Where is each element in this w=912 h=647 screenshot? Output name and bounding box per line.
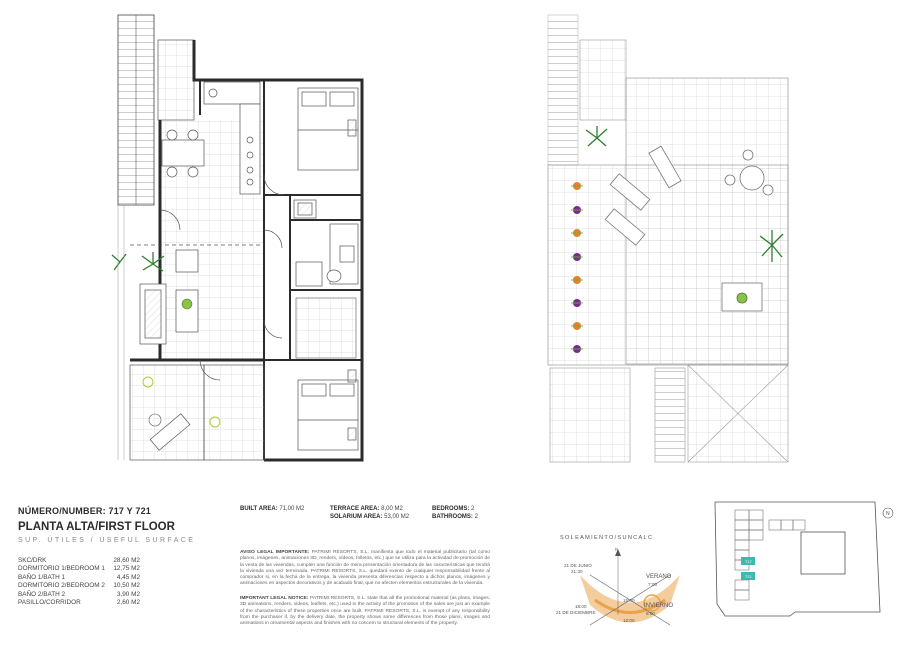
legal-notice-en: IMPORTANT LEGAL NOTICE: PATRIMI RESORTS,…	[240, 596, 490, 627]
sofa	[139, 249, 199, 345]
winter-time: 18:00	[575, 604, 587, 609]
summer-label: VERANO	[646, 574, 672, 580]
bed-1	[297, 87, 359, 171]
site-unit-b: 721	[745, 574, 752, 579]
winter-date: 21 DE DICIEMBRE	[556, 610, 596, 615]
mid-label: 15:00	[623, 598, 635, 603]
useful-surface-title: SUP. ÚTILES / USEFUL SURFACE	[18, 537, 196, 544]
sun-lounger	[149, 413, 191, 451]
palm-plant-icon	[111, 253, 127, 271]
summer-time: 21:30	[571, 569, 583, 574]
bed-2	[297, 369, 359, 451]
first-floor-plan	[111, 14, 789, 463]
bedrooms: BEDROOMS: 2	[432, 506, 475, 512]
round-table	[724, 149, 774, 196]
bathrooms: BATHROOMS: 2	[432, 514, 478, 520]
floor-title: PLANTA ALTA/FIRST FLOOR	[18, 521, 175, 533]
corridor	[295, 297, 357, 359]
palm-plant-icon	[759, 230, 784, 262]
north-label: N	[615, 547, 619, 552]
unit-number: NÚMERO/NUMBER: 717 Y 721	[18, 506, 151, 516]
number-value: 717 Y 721	[108, 506, 152, 516]
built-area: BUILT AREA: 71,00 M2	[240, 506, 305, 512]
summer-date: 21 DE JUNIO	[564, 563, 592, 568]
plant-icon	[181, 298, 193, 310]
solarium-outline	[547, 14, 579, 166]
plant-icon	[142, 376, 221, 428]
square-table	[721, 282, 763, 312]
flower-planters	[571, 182, 583, 353]
winter-label: INVIERNO	[644, 603, 674, 609]
dining-table	[161, 129, 205, 178]
noon-label: 12:00	[623, 618, 635, 623]
palm-plant-icon	[141, 252, 165, 272]
site-north-label: N	[886, 511, 890, 517]
terrace-area: TERRACE AREA: 8,00 M2	[330, 506, 403, 512]
bathroom-2	[295, 261, 342, 287]
site-unit-a: 717	[745, 559, 752, 564]
facade-lines	[117, 205, 125, 460]
sun-diagram-title: SOLEAMIENTO/SUNCALC	[560, 535, 654, 541]
legal-notice-es: AVISO LEGAL IMPORTANTE: PATRIMI RESORTS,…	[240, 550, 490, 587]
staircase	[117, 14, 155, 206]
sun-path-diagram	[580, 549, 680, 626]
kitchen-counter	[203, 81, 261, 195]
balcony-tiles	[157, 39, 195, 121]
summer-label-time: 7:00	[648, 582, 657, 587]
number-label: NÚMERO/NUMBER:	[18, 506, 106, 516]
palm-plant-icon	[585, 126, 608, 147]
solarium-area: SOLARIUM AREA: 53,00 M2	[330, 514, 410, 520]
winter-label-time: 8:00	[646, 611, 655, 616]
terrace	[129, 364, 205, 461]
solarium-loungers	[604, 145, 682, 246]
site-plan: 717 721 N	[714, 501, 894, 617]
